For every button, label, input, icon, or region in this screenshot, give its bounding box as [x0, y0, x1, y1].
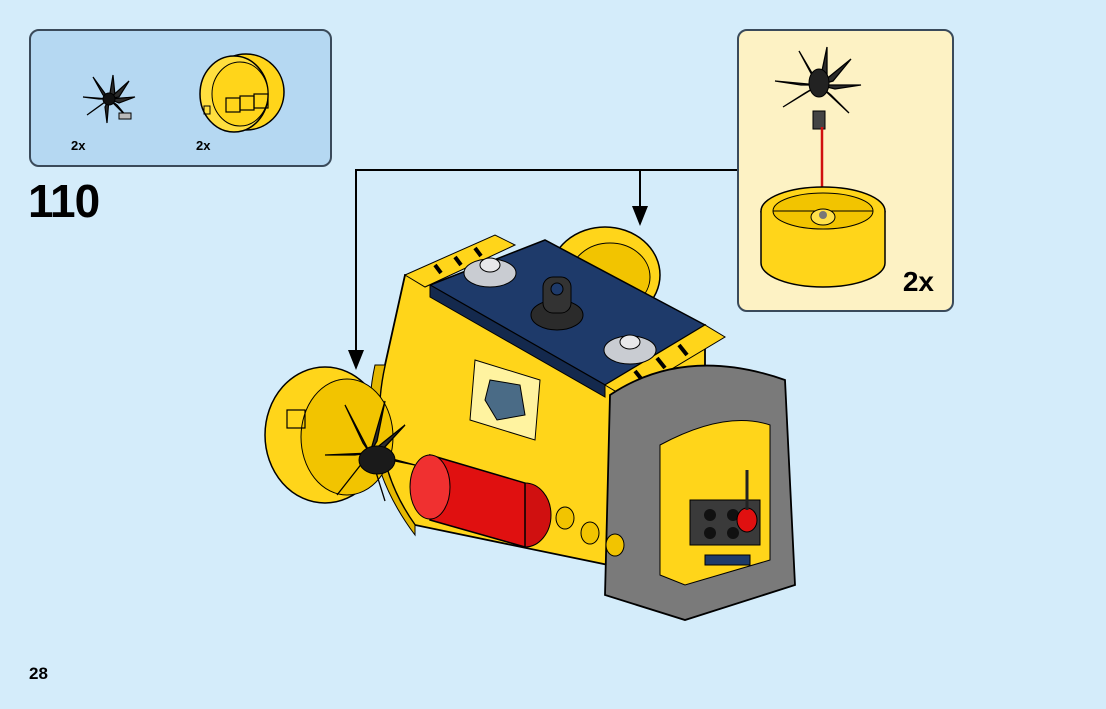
step-number: 110	[28, 175, 100, 227]
housing-qty: 2x	[196, 138, 211, 153]
yellow-housing-part-icon	[199, 53, 285, 133]
propeller-qty: 2x	[71, 138, 86, 153]
sub-assembly-housing-icon	[760, 186, 886, 288]
page-number: 28	[29, 664, 48, 683]
parts-list-callout: 2x 2x	[29, 29, 332, 167]
submarine-model-illustration	[264, 226, 796, 621]
sub-assembly-callout: 2x	[737, 29, 954, 312]
propeller-part-icon	[82, 74, 136, 124]
sub-assembly-qty: 2x	[902, 266, 934, 297]
sub-assembly-propeller-icon	[774, 46, 862, 130]
